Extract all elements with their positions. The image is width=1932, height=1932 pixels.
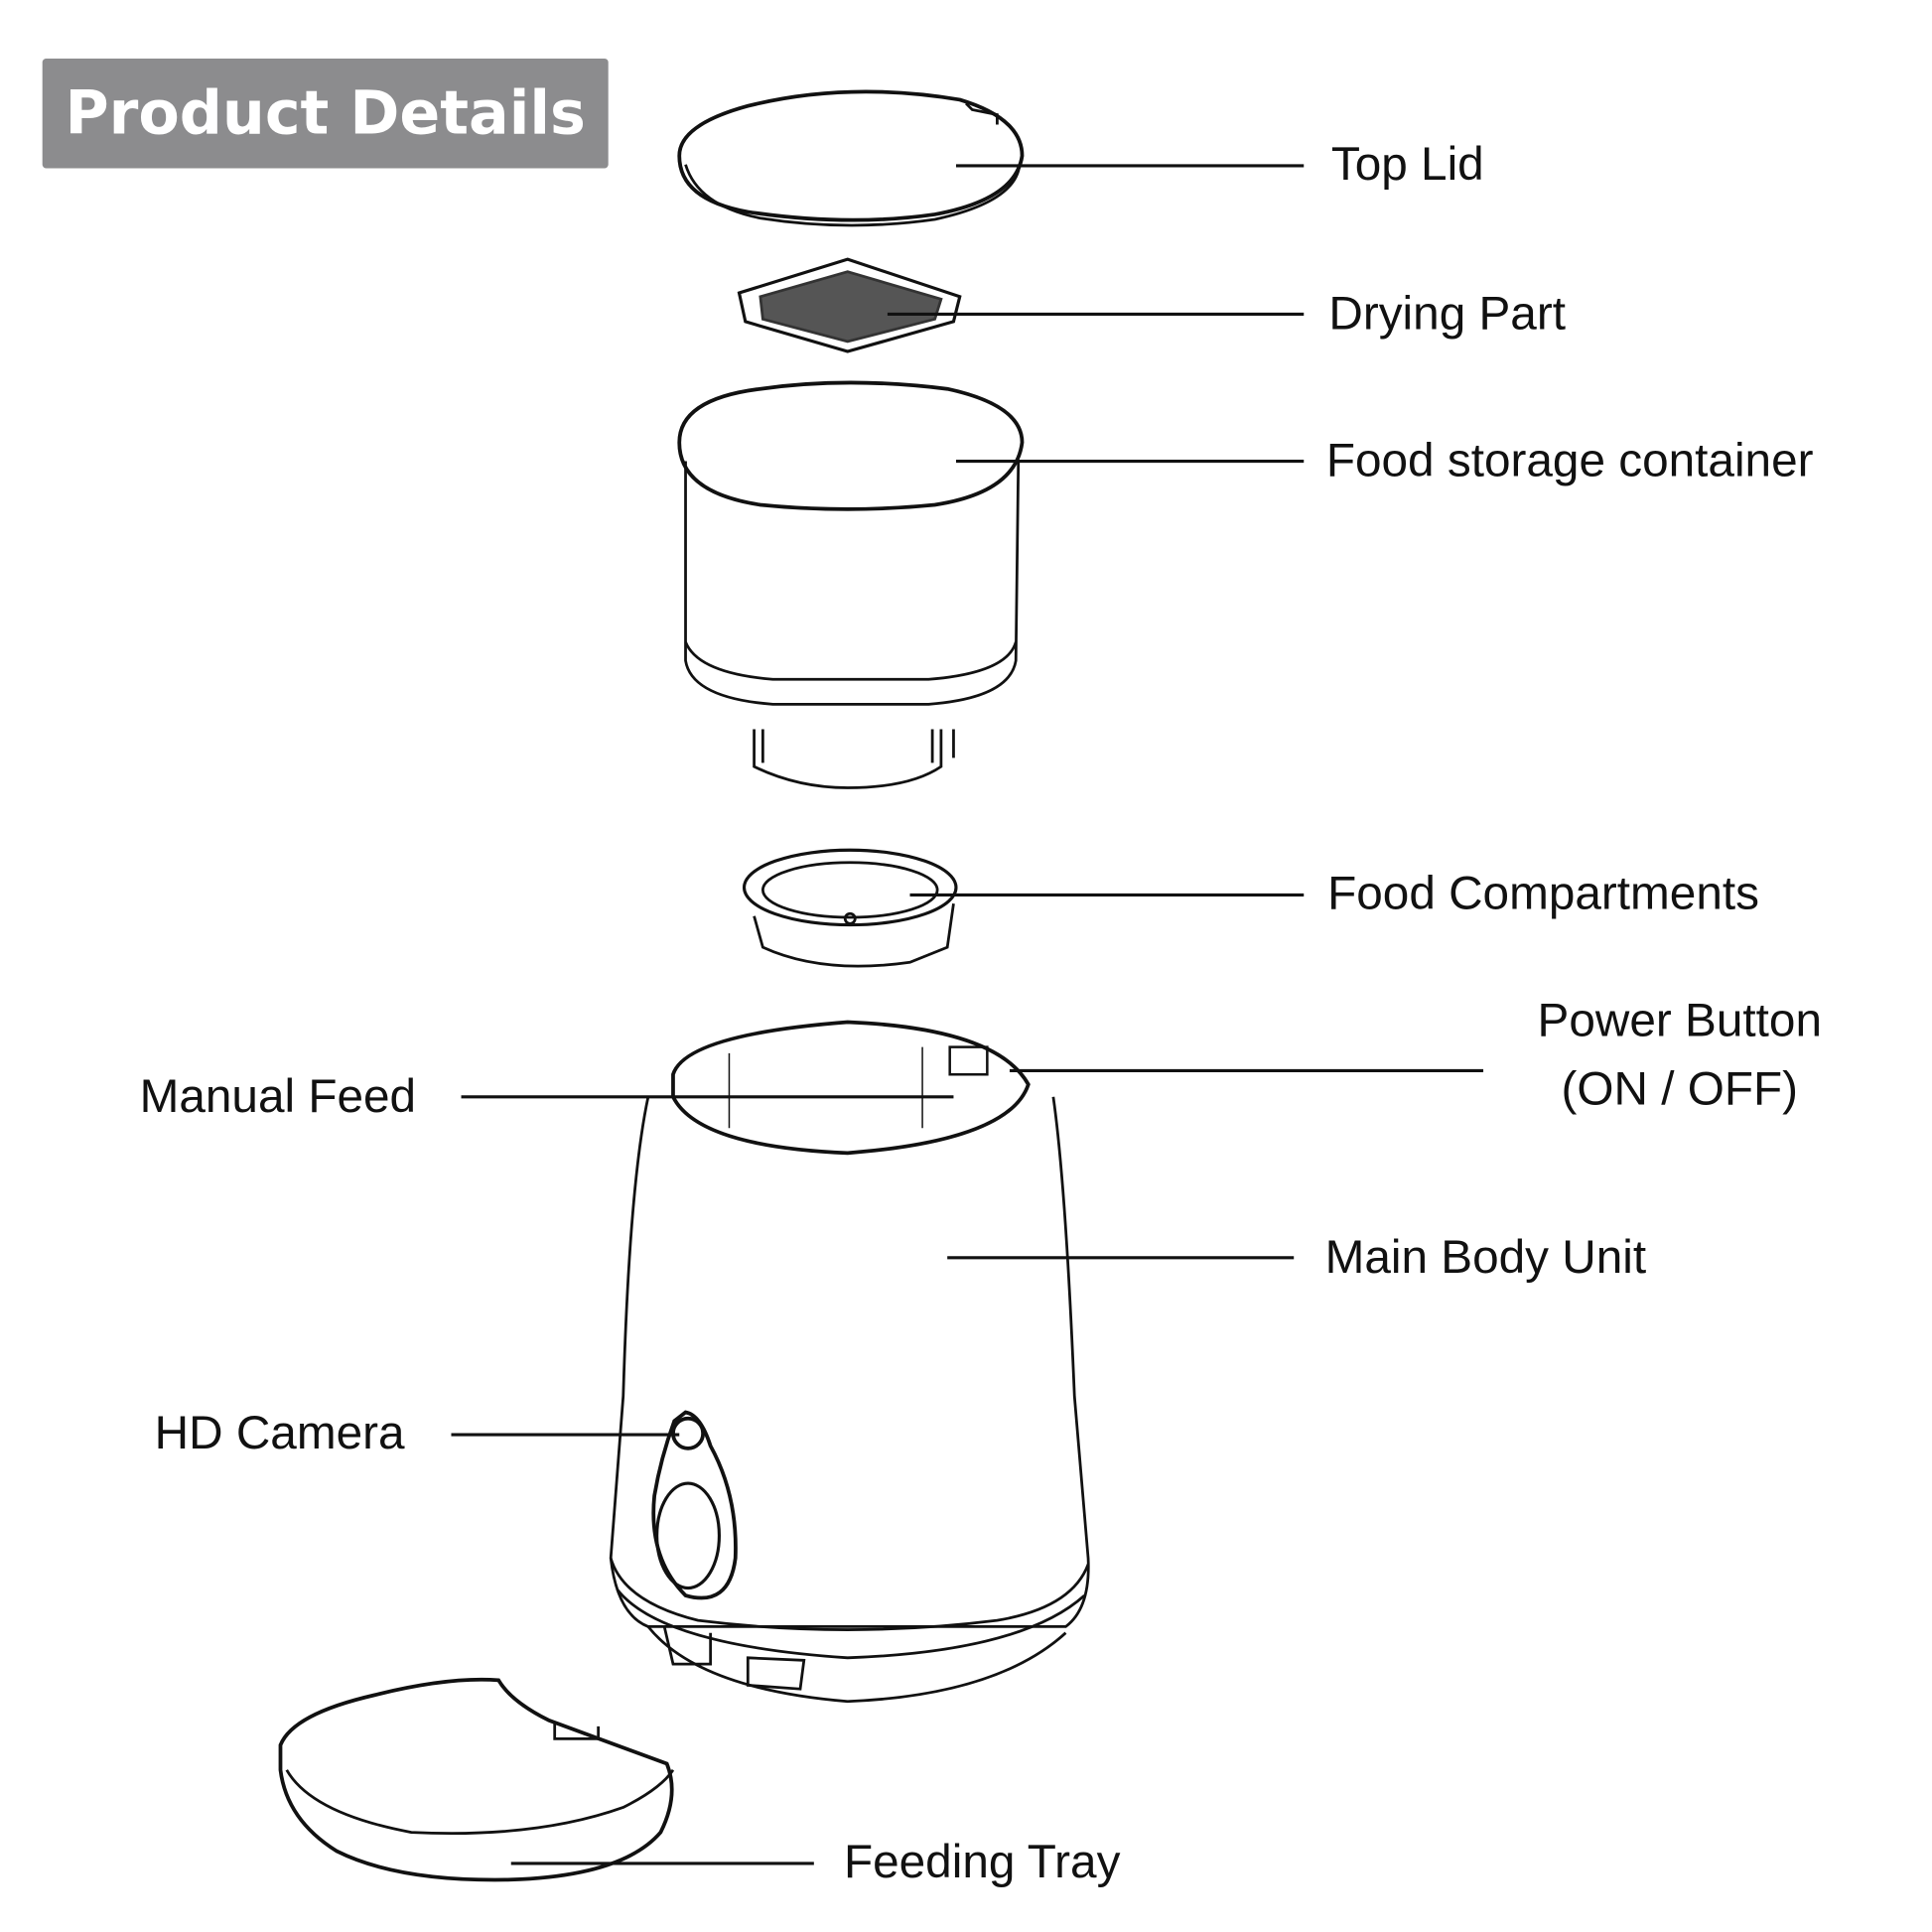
label-food-storage: Food storage container — [1325, 435, 1814, 487]
label-main-body: Main Body Unit — [1324, 1231, 1647, 1285]
label-hd-camera: HD Camera — [154, 1407, 405, 1460]
main-body-drawing — [609, 1020, 1090, 1704]
top-lid-drawing — [677, 89, 1025, 227]
label-power-button-line2: (ON / OFF) — [1561, 1062, 1799, 1116]
food-compartments-drawing — [742, 848, 958, 968]
label-feeding-tray: Feeding Tray — [843, 1836, 1121, 1889]
label-drying-part: Drying Part — [1328, 288, 1566, 341]
header-banner: Product Details — [42, 59, 609, 169]
label-food-compartments: Food Compartments — [1327, 867, 1759, 920]
label-power-button-line1: Power Button — [1537, 994, 1822, 1047]
label-power-button: Power Button (ON / OFF) — [1508, 997, 1851, 1113]
label-manual-feed: Manual Feed — [139, 1070, 417, 1124]
drying-part-drawing — [737, 257, 962, 353]
food-storage-drawing — [677, 380, 1025, 789]
header-title: Product Details — [65, 78, 586, 149]
feeding-tray-drawing — [278, 1677, 675, 1882]
label-top-lid: Top Lid — [1330, 138, 1484, 192]
leader-lines — [451, 164, 1484, 1865]
